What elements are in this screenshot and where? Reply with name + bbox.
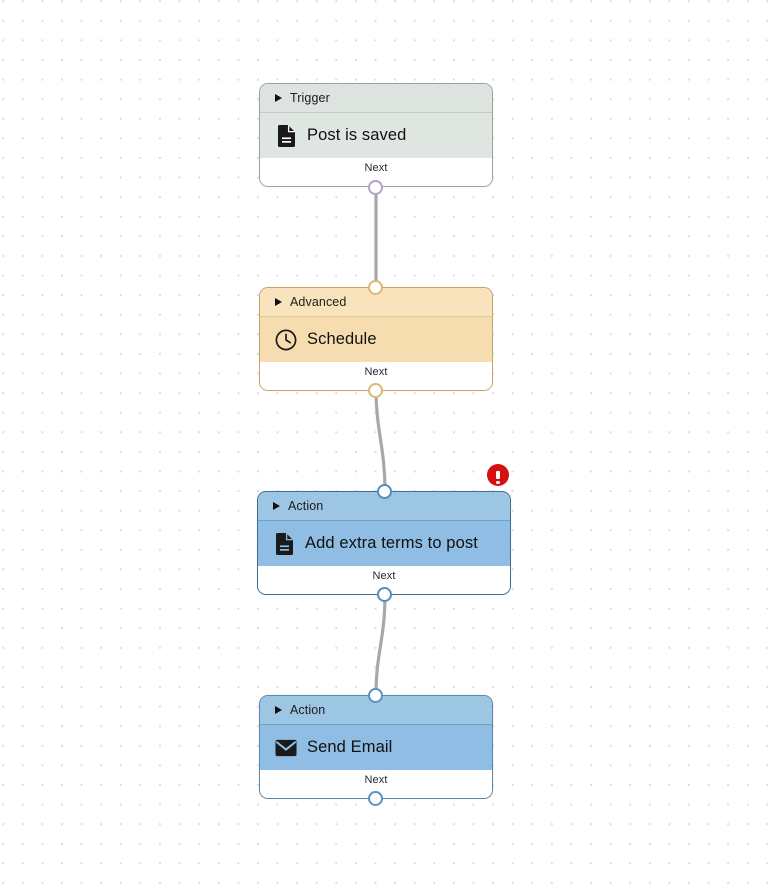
node-action-add-extra-terms-to-post[interactable]: Action Add extra terms to post Next: [257, 491, 511, 595]
node-title: Post is saved: [307, 126, 407, 144]
node-title: Schedule: [307, 330, 377, 348]
output-port-advanced[interactable]: [368, 383, 383, 398]
node-kind-label: Advanced: [290, 295, 347, 309]
input-port-advanced[interactable]: [368, 280, 383, 295]
next-label: Next: [364, 774, 388, 786]
input-port-action-terms[interactable]: [377, 484, 392, 499]
next-label: Next: [372, 570, 396, 582]
envelope-icon: [275, 737, 297, 759]
node-body-trigger[interactable]: Post is saved: [260, 113, 492, 158]
connector-action-terms-to-send-email: [374, 592, 387, 697]
output-port-trigger[interactable]: [368, 180, 383, 195]
disclosure-triangle-icon[interactable]: [275, 94, 282, 102]
node-header-trigger[interactable]: Trigger: [260, 84, 492, 113]
disclosure-triangle-icon[interactable]: [275, 298, 282, 306]
node-body-advanced[interactable]: Schedule: [260, 317, 492, 362]
disclosure-triangle-icon[interactable]: [275, 706, 282, 714]
next-label: Next: [364, 162, 388, 174]
document-icon: [275, 124, 297, 147]
node-title: Add extra terms to post: [305, 534, 478, 552]
node-advanced-schedule[interactable]: Advanced Schedule Next: [259, 287, 493, 391]
node-kind-label: Trigger: [290, 91, 330, 105]
input-port-action-send-email[interactable]: [368, 688, 383, 703]
exclamation-mark: [496, 471, 501, 485]
output-port-action-terms[interactable]: [377, 587, 392, 602]
output-port-action-send-email[interactable]: [368, 791, 383, 806]
node-kind-label: Action: [290, 703, 326, 717]
next-label: Next: [364, 366, 388, 378]
node-body-action-send-email[interactable]: Send Email: [260, 725, 492, 770]
disclosure-triangle-icon[interactable]: [273, 502, 280, 510]
node-trigger-post-is-saved[interactable]: Trigger Post is saved Next: [259, 83, 493, 187]
node-action-send-email[interactable]: Action Send Email Next: [259, 695, 493, 799]
connector-advanced-to-action-terms: [374, 388, 387, 493]
document-icon: [273, 532, 295, 555]
node-title: Send Email: [307, 738, 393, 756]
node-body-action-terms[interactable]: Add extra terms to post: [258, 521, 510, 566]
node-kind-label: Action: [288, 499, 324, 513]
error-badge-icon[interactable]: [487, 464, 509, 486]
clock-icon: [275, 329, 297, 351]
